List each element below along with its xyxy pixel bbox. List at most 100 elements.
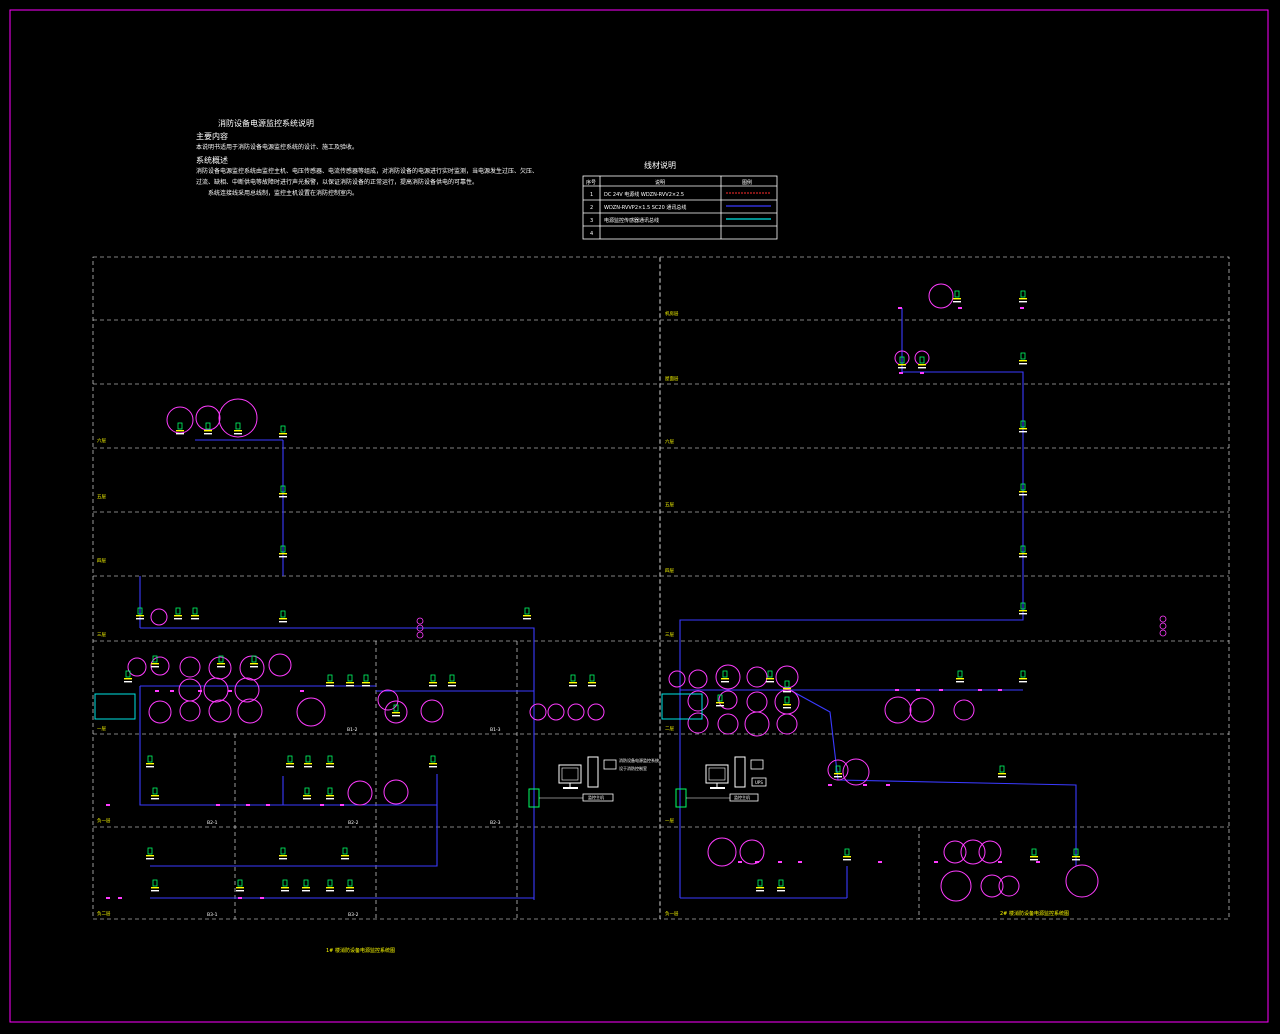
legend-row-desc: 电源监控传感器通讯总线 (604, 217, 659, 224)
floor-label: 六层 (665, 438, 674, 445)
tag-mark (978, 689, 982, 691)
sensor-icon (136, 607, 144, 620)
floor-labels-left: 六层 五层 四层 三层 一层 负一层 负二层 (97, 437, 111, 917)
tag-mark (1036, 861, 1040, 863)
sensor-icon (191, 607, 199, 620)
tag-mark (320, 804, 324, 806)
sensor-icon (124, 670, 132, 683)
sensor-icon (1030, 848, 1038, 861)
sensor-icon (1019, 290, 1027, 303)
station-note: 设于消防控制室 (619, 765, 647, 771)
tag-mark (266, 804, 270, 806)
sensor-icon (217, 655, 225, 668)
sensor-icon (1019, 545, 1027, 558)
sensor-icon (174, 607, 182, 620)
sensor-icon (429, 674, 437, 687)
host-label: 监控主机 (734, 794, 750, 800)
tag-mark (170, 690, 174, 692)
tag-mark (916, 689, 920, 691)
tag-mark (895, 689, 899, 691)
sensor-icon (588, 674, 596, 687)
zone-label: B3-1 (207, 912, 218, 918)
sensor-icon (146, 847, 154, 860)
floor-label: 一层 (97, 726, 106, 732)
sensor-icon (721, 670, 729, 683)
zone-label: B2-1 (207, 820, 218, 826)
tag-mark (238, 897, 242, 899)
monitoring-station-right: UPS 监控主机 (675, 756, 767, 808)
legend-header-no: 序号 (586, 179, 596, 186)
coil-symbols (416, 615, 1167, 639)
legend-row-no: 3 (590, 218, 593, 224)
tag-mark (755, 861, 759, 863)
legend-swatches (726, 192, 771, 220)
sensor-icon (151, 787, 159, 800)
tag-mark (798, 861, 802, 863)
tag-mark (828, 784, 832, 786)
legend-text: 序号 说明 图例 1 DC 24V 电源线 WDZN-RVV2×2.5 2 WD… (586, 179, 752, 237)
notes-overview: 消防设备电源监控系统由监控主机、电压传感器、电流传感器等组成，对消防设备的电源进… (196, 168, 539, 186)
tag-mark (878, 861, 882, 863)
sensor-icon (146, 755, 154, 768)
ups-label: UPS (755, 780, 763, 785)
tag-mark (106, 804, 110, 806)
tag-mark (738, 861, 742, 863)
sensor-icon (898, 356, 906, 369)
sensor-icon (448, 674, 456, 687)
sensor-icon (1019, 352, 1027, 365)
sensor-icon (326, 755, 334, 768)
floor-label: 五层 (665, 502, 674, 508)
legend-header-icon: 图例 (742, 179, 752, 186)
floor-grid-left (92, 256, 661, 920)
sensor-icon (341, 847, 349, 860)
sensor-icon (279, 425, 287, 438)
tag-mark (939, 689, 943, 691)
sensor-icon (204, 422, 212, 435)
monitoring-station-left: 消防设备电源监控系统 设于消防控制室 监控主机 (528, 756, 659, 808)
floor-label: 负一层 (665, 910, 679, 917)
panel-box-right (661, 693, 703, 720)
sensor-icon (777, 879, 785, 892)
notes-main-content: 本说明书适用于消防设备电源监控系统的设计、施工及验收。 (196, 144, 359, 151)
tag-mark (920, 372, 924, 374)
tag-mark (106, 897, 110, 899)
panel-box-left (94, 693, 136, 720)
tag-mark (216, 804, 220, 806)
tag-mark (118, 897, 122, 899)
floor-label: 二层 (665, 726, 674, 732)
zone-labels: B1-2 B1-3 B2-1 B2-2 B2-3 B3-1 B3-2 (207, 727, 501, 918)
sensor-icon (756, 879, 764, 892)
legend-row-no: 4 (590, 231, 593, 237)
tag-mark (998, 861, 1002, 863)
tag-mark (998, 689, 1002, 691)
notes-footer: 系统连接线采用总线制，监控主机设置在消防控制室内。 (208, 190, 359, 197)
sensor-icon (1019, 670, 1027, 683)
legend-row-desc: DC 24V 电源线 WDZN-RVV2×2.5 (604, 191, 684, 198)
drawing-border (9, 9, 1269, 1023)
sensor-icon (716, 694, 724, 707)
tag-mark (898, 307, 902, 309)
tag-mark (778, 861, 782, 863)
notes-heading-overview: 系统概述 (196, 156, 228, 165)
legend-title: 线材说明 (644, 161, 676, 170)
sensor-icon (281, 879, 289, 892)
tag-mark (899, 372, 903, 374)
sensor-icon (956, 670, 964, 683)
bus-lines-right (679, 308, 1077, 899)
legend-row-no: 1 (590, 192, 593, 198)
tag-mark (246, 804, 250, 806)
floor-grid-right (659, 256, 1230, 920)
sensor-icon (304, 755, 312, 768)
tag-mark (340, 804, 344, 806)
legend-table (582, 175, 778, 240)
floor-label: 屋面层 (665, 376, 679, 382)
tag-mark (958, 307, 962, 309)
tag-mark (934, 861, 938, 863)
zone-label: B1-3 (490, 727, 501, 733)
left-caption: 1# 楼消防设备电源监控系统图 (326, 947, 395, 954)
sensor-icon (236, 879, 244, 892)
tag-mark (300, 690, 304, 692)
floor-label: 一层 (665, 818, 674, 824)
sensor-icon (1019, 420, 1027, 433)
sensor-icon (176, 422, 184, 435)
